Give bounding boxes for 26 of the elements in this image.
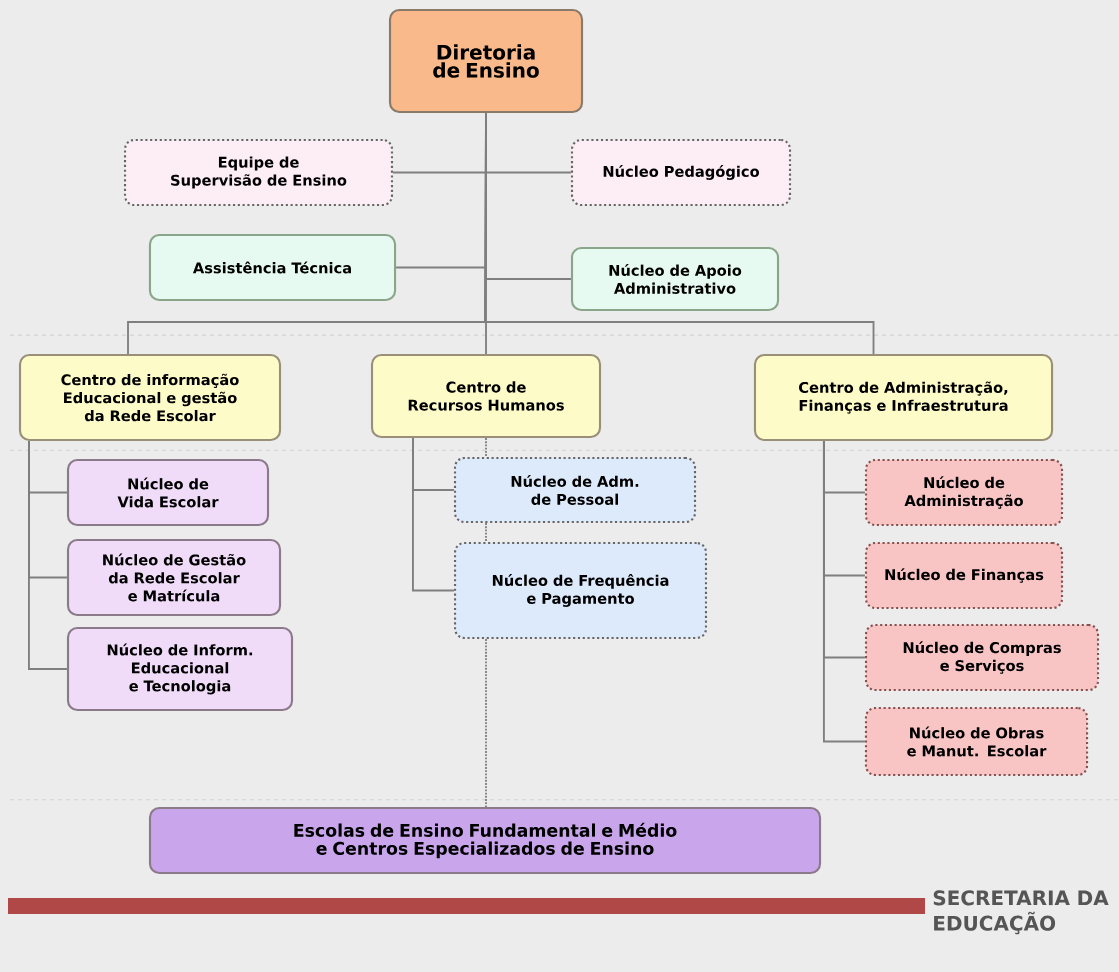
org-box: Equipe de Supervisão de Ensino [123, 138, 394, 207]
org-box: Centro de informação Educacional e gestão da Rede Escolar [18, 353, 282, 442]
connector-line [485, 522, 487, 543]
org-box: Núcleo Pedagógico [570, 138, 792, 207]
org-box: Núcleo de Administração [864, 458, 1064, 527]
footer-label: SECRETARIA DA EDUCAÇÃO [933, 890, 1109, 935]
org-box: Núcleo de Obras e Manut. Escolar [864, 706, 1089, 777]
org-box: Centro de Administração, Finanças e Infraestrutura [753, 353, 1054, 442]
org-box: Centro de Recursos Humanos [370, 353, 602, 439]
org-box: Diretoria de Ensino [388, 8, 584, 114]
org-box: Núcleo de Adm. de Pessoal [453, 456, 697, 524]
org-box: Assistência Técnica [148, 233, 397, 302]
org-box: Núcleo de Inform. Educacional e Tecnologia [66, 626, 294, 712]
connector-line [485, 437, 487, 458]
org-box: Núcleo de Vida Escolar [66, 458, 270, 527]
connector-line [822, 440, 866, 743]
org-box: Núcleo de Compras e Serviços [864, 623, 1100, 692]
org-box: Núcleo de Frequência e Pagamento [453, 541, 708, 640]
connector-line [28, 440, 68, 670]
org-box: Escolas de Ensino Fundamental e Médio e Centros Especializados de Ensino [148, 806, 822, 875]
org-box: Núcleo de Finanças [864, 541, 1064, 610]
org-box: Núcleo de Gestão da Rede Escolar e Matrícula [66, 538, 282, 617]
org-box: Núcleo de Apoio Administrativo [570, 246, 780, 312]
connector-line [412, 437, 455, 592]
connector-line [484, 112, 875, 355]
connector-line [485, 638, 487, 808]
